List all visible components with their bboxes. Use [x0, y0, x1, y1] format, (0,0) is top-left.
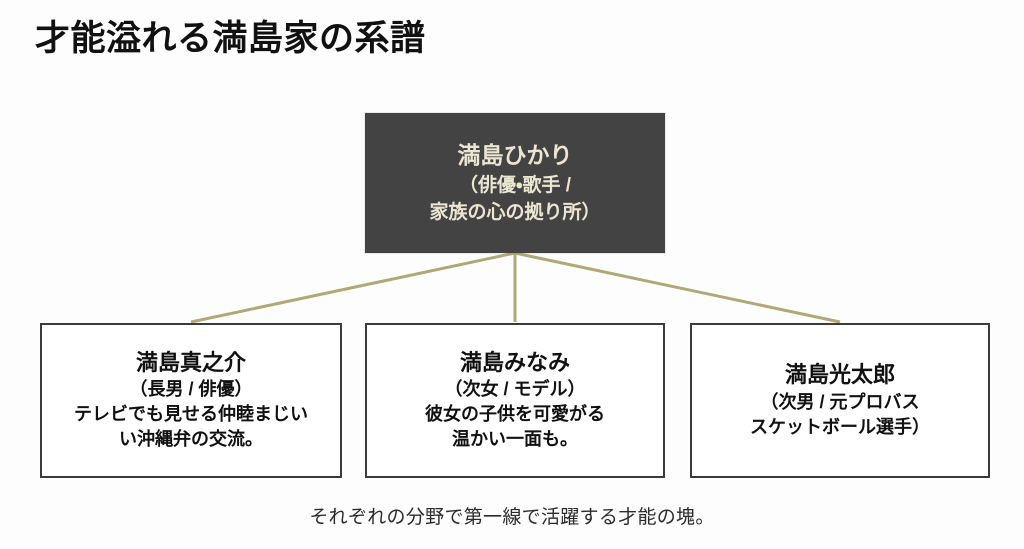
child-node-2-desc-line-2: スケットボール選手）	[750, 416, 930, 437]
child-node-mitsushima-minami[interactable]: 満島みなみ （次女 / モデル） 彼女の子供を可愛がる 温かい一面も。	[365, 323, 665, 478]
child-node-1-desc-line-3: 温かい一面も。	[452, 429, 578, 450]
child-node-0-name: 満島真之介	[135, 349, 246, 375]
child-node-mitsushima-shinnosuke[interactable]: 満島真之介 （長男 / 俳優） テレビでも見せる仲睦まじい い沖縄弁の交流。	[40, 323, 342, 478]
child-node-2-name: 満島光太郎	[784, 362, 895, 388]
root-node-desc-line-2: 家族の心の拠り所）	[429, 201, 601, 223]
connector-line-to-child-2	[514, 251, 841, 324]
child-node-0-desc-line-1: （長男 / 俳優）	[129, 379, 253, 400]
root-node-desc-line-1: （俳優・歌手 /	[458, 174, 572, 196]
child-node-1-name: 満島みなみ	[459, 349, 570, 375]
child-node-0-desc-line-3: い沖縄弁の交流。	[119, 429, 263, 450]
child-node-0-desc-line-2: テレビでも見せる仲睦まじい	[74, 404, 308, 425]
child-node-1-desc-line-1: （次女 / モデル）	[444, 379, 586, 400]
connector-line-to-child-0	[190, 251, 516, 324]
root-node-name: 満島ひかり	[457, 142, 573, 169]
child-node-1-desc-line-2: 彼女の子供を可愛がる	[425, 404, 605, 425]
root-node-mitsushima-hikari[interactable]: 満島ひかり （俳優・歌手 / 家族の心の拠り所）	[365, 113, 665, 253]
child-node-2-desc-line-1: （次男 / 元プロバス	[760, 391, 920, 412]
child-node-mitsushima-kotaro[interactable]: 満島光太郎 （次男 / 元プロバス スケットボール選手）	[690, 323, 990, 478]
caption-text: それぞれの分野で第一線で活躍する才能の塊。	[309, 507, 715, 528]
page-title: 才能溢れる満島家の系譜	[35, 19, 426, 58]
